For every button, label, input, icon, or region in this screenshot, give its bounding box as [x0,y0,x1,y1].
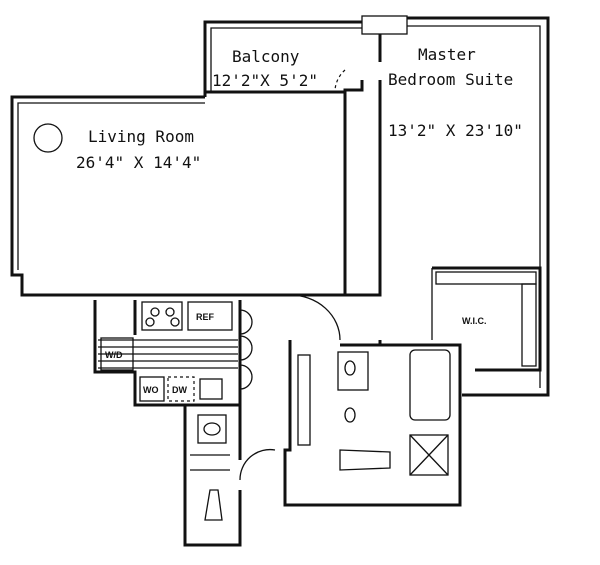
small-toilet [204,489,223,521]
refrigerator [187,301,233,331]
walls [10,15,550,547]
sink [199,378,223,400]
closet-shelf [297,354,311,446]
doors [239,69,346,481]
vanity-1 [337,351,369,391]
living-room-size: 26'4" X 14'4" [76,153,201,172]
column-circle [33,123,63,153]
shower [409,434,449,476]
living-room-name: Living Room [88,127,194,146]
wall-oven [139,376,165,402]
stove [141,301,183,331]
toilet [339,449,391,471]
balcony-size: 12'2"X 5'2" [212,71,318,90]
fixtures: REF W/D WO DW W.I.C. [33,123,537,521]
master-name-line2: Bedroom Suite [388,70,513,89]
room-labels: Living Room 26'4" X 14'4" Balcony 12'2"X… [76,45,523,172]
bathtub [409,349,451,421]
dishwasher [167,376,195,402]
ref-label: REF [196,312,215,322]
balcony-name: Balcony [232,47,300,66]
small-sink [197,414,227,444]
washer-dryer [100,337,134,371]
wic-label: W.I.C. [462,316,487,326]
wo-label: WO [143,385,159,395]
master-name-line1: Master [418,45,476,64]
wd-label: W/D [105,350,123,360]
counter-lines [98,339,238,369]
wic-shelves [435,271,537,367]
dw-label: DW [172,385,187,395]
column [361,15,408,35]
master-size: 13'2" X 23'10" [388,121,523,140]
